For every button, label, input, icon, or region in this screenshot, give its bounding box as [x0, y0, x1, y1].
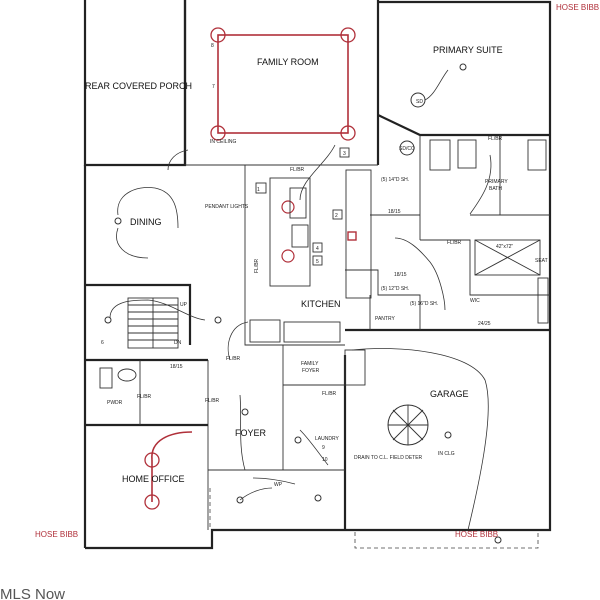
watermark: MLS Now — [0, 586, 65, 600]
fl-br-note: FL/BR — [254, 258, 260, 273]
stair-dn-note: DN — [174, 340, 182, 346]
fl-br-note: FL/BR — [447, 240, 462, 246]
room-label-dining: DINING — [130, 217, 162, 227]
dimension-note: 18/15 — [388, 209, 401, 215]
hose-bibb-note: HOSE BIBB — [556, 3, 599, 12]
fl-br-note: FL/BR — [488, 136, 503, 142]
annotations: HOSE BIBB HOSE BIBB HOSE BIBB PENDANT LI… — [35, 3, 599, 539]
fixture-tag: 2 — [335, 213, 338, 219]
fl-br-note: FL/BR — [290, 167, 305, 173]
recessed-light-icon — [281, 200, 295, 214]
room-label-family-foyer-1: FAMILY — [301, 361, 319, 367]
recessed-light-icon — [144, 494, 160, 510]
recessed-light-icon — [210, 27, 226, 43]
walls — [83, 0, 552, 550]
hose-bibb-note: HOSE BIBB — [35, 530, 78, 539]
fixture-tag: 5 — [316, 259, 319, 265]
fixture-tag: 10 — [322, 457, 328, 463]
room-label-garage: GARAGE — [430, 389, 469, 399]
room-label-home-office: HOME OFFICE — [122, 474, 185, 484]
room-label-foyer: FOYER — [235, 428, 267, 438]
hose-bibb-note: HOSE BIBB — [455, 530, 498, 539]
room-label-wic: WIC — [470, 298, 480, 304]
dimension-note: 42"x72" — [496, 244, 513, 250]
wp-note: WP — [274, 482, 283, 488]
fl-br-note: FL/BR — [226, 356, 241, 362]
recessed-light-icon — [340, 125, 356, 141]
fixture-tag: 1 — [257, 187, 260, 193]
room-labels: REAR COVERED PORCH FAMILY ROOM PRIMARY S… — [85, 45, 508, 484]
bath-fixtures — [99, 139, 549, 389]
seat-note: SEAT — [535, 258, 548, 264]
fixture-tag: 3 — [343, 151, 346, 157]
in-ceiling-note: IN CEILING — [210, 139, 237, 145]
recessed-light-icon — [144, 452, 160, 468]
stair-up-note: UP — [180, 302, 188, 308]
dimension-note: 24/25 — [478, 321, 491, 327]
fl-br-note: FL/BR — [137, 394, 152, 400]
room-label-primary-suite: PRIMARY SUITE — [433, 45, 503, 55]
family-room-lighting — [210, 27, 357, 263]
fixture-tag: 6 — [101, 340, 104, 346]
drain-note: DRAIN TO C.L. FIELD DETER — [354, 455, 423, 461]
dimension-note: 18/15 — [394, 272, 407, 278]
shelf-note: (5) 12"D SH. — [381, 286, 409, 292]
room-label-family-foyer-2: FOYER — [302, 368, 320, 374]
fixture-tag: 4 — [316, 246, 319, 252]
dimension-note: 18/15 — [170, 364, 183, 370]
kitchen-fixtures — [249, 147, 372, 343]
recessed-light-icon — [210, 125, 226, 141]
home-office-lighting — [144, 431, 193, 510]
sd-note: SD/CO — [399, 146, 415, 152]
room-label-primary-bath-1: PRIMARY — [485, 179, 508, 185]
room-label-rear-covered-porch: REAR COVERED PORCH — [85, 81, 192, 91]
room-label-family-room: FAMILY ROOM — [257, 57, 319, 67]
shelf-note: (5) 14"D SH. — [381, 177, 409, 183]
recessed-light-icon — [281, 249, 295, 263]
room-label-laundry: LAUNDRY — [315, 436, 339, 442]
fixture-markers — [104, 63, 502, 544]
fixture-tag: 8 — [211, 43, 214, 49]
sd-note: SD — [416, 99, 423, 105]
stairs — [127, 297, 179, 349]
in-clg-note: IN CLG — [438, 451, 455, 457]
pendant-lights-note: PENDANT LIGHTS — [205, 204, 249, 210]
room-label-kitchen: KITCHEN — [301, 299, 341, 309]
fl-br-note: FL/BR — [322, 391, 337, 397]
fl-br-note: FL/BR — [205, 398, 220, 404]
room-label-pwdr: PWDR — [107, 400, 123, 406]
recessed-light-icon — [340, 27, 356, 43]
shelf-note: (5) 16"D SH. — [410, 301, 438, 307]
fixture-tag: 9 — [322, 445, 325, 451]
fixture-tag: 7 — [212, 84, 215, 90]
room-label-pantry: PANTRY — [375, 316, 395, 322]
ceiling-fan-icon — [387, 404, 429, 446]
room-label-primary-bath-2: BATH — [489, 186, 502, 192]
